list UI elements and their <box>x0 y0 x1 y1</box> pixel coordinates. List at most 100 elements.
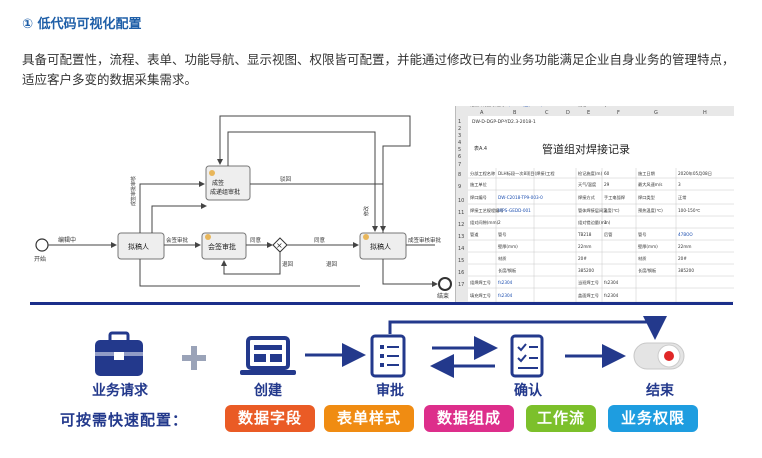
sheet-cell: 22mm <box>678 244 692 249</box>
stage-end-label: 结束 <box>646 383 674 399</box>
approve-node-sublabel: 成递组审批 <box>210 188 240 196</box>
row-number: 16 <box>458 270 464 276</box>
end-label: 结束 <box>437 292 449 300</box>
sheet-cell: 管体焊接层间温度(℃) <box>578 207 620 214</box>
sheet-cell: 3 <box>604 208 607 213</box>
sheet-cell: 施工日期 <box>638 170 655 177</box>
sheet-cell: 管号 <box>498 231 506 238</box>
stage-confirm-label: 确认 <box>514 383 542 399</box>
laptop-icon <box>240 336 296 375</box>
column-letter: F <box>617 110 620 116</box>
sheet-cell: 焊口类型 <box>638 194 655 201</box>
edge-modify: 修改 <box>363 206 370 216</box>
row-number: 11 <box>458 210 464 216</box>
sheet-cell: 20# <box>578 256 587 261</box>
row-number: 2 <box>458 126 461 132</box>
sheet-cell: 2020年05月08日 <box>678 170 712 177</box>
sheet-cell: 壁厚(mm) <box>498 243 518 250</box>
plus-icon <box>182 346 206 370</box>
sheet-cell: TB218 <box>577 232 592 237</box>
row-number: 1 <box>458 119 461 125</box>
start-edge-label: 编辑中 <box>58 236 76 244</box>
column-letter: C <box>545 110 549 116</box>
config-prompt: 可按需快速配置： <box>60 411 189 429</box>
sheet-cell: φ3.2mm <box>604 106 622 107</box>
sheet-cell: 20# <box>678 256 687 261</box>
sheet-cell: 组焊焊工号 <box>470 279 491 286</box>
power-toggle-icon <box>633 342 685 370</box>
edge-reedit: 成签审批审核 <box>130 176 137 206</box>
workflow-diagram: 开始 编辑中 拟稿人 成签 成递组审批 会签审批 × 拟稿人 结束 <box>30 106 455 302</box>
sheet-cell: 正常 <box>678 194 686 201</box>
sheet-cell: 22mm <box>578 244 592 249</box>
gateway-x: × <box>276 241 283 250</box>
workflow-svg: 开始 编辑中 拟稿人 成签 成递组审批 会签审批 × 拟稿人 结束 <box>34 115 452 300</box>
sheet-cell: 填充焊工号 <box>470 292 491 299</box>
stage-approve-label: 审批 <box>376 383 404 399</box>
stage-create-label: 创建 <box>254 383 282 399</box>
sheet-cell: 3 <box>678 182 681 187</box>
edge-agree-2: 同意 <box>314 236 326 244</box>
config-tag-data-composition: 数据组成 <box>424 405 514 432</box>
column-letter: D <box>566 110 570 116</box>
stage-request-label: 业务请求 <box>92 383 148 399</box>
pipeline-svg <box>95 316 685 378</box>
row-number: 13 <box>458 234 464 240</box>
approve-node-label: 成签 <box>212 179 224 187</box>
edge-agree-1: 同意 <box>250 236 262 244</box>
sheet-cell: 组对错边量(mm) <box>578 219 611 226</box>
user-icon <box>209 170 215 176</box>
sheet-cell: 预热温度(℃) <box>638 207 663 214</box>
row-number: 5 <box>458 147 461 153</box>
edge-back: 退回 <box>282 260 294 268</box>
row-number: 9 <box>458 184 461 190</box>
sheet-cell: 当班焊工号 <box>578 279 599 286</box>
sheet-cell: 最大风速m/s <box>638 181 662 188</box>
sheet-cell: 组对间隙(mm) <box>470 219 499 226</box>
row-number: 14 <box>458 246 464 252</box>
config-tag-form-style: 表单样式 <box>324 405 414 432</box>
end-event <box>438 277 452 291</box>
sheet-cell: 材质 <box>638 255 646 262</box>
sheet-cell: 管号 <box>638 231 646 238</box>
sheet-cell: 2 <box>498 220 501 225</box>
doc-number: DW-D-DGP-DP-YD2.3-2018-1 <box>472 119 536 125</box>
draft-node <box>117 232 165 260</box>
review-node-label: 会签审批 <box>208 242 236 251</box>
row-number: 10 <box>458 198 464 204</box>
sheet-cell: 长度/钢板 <box>638 267 657 274</box>
start-label: 开始 <box>34 255 46 263</box>
sheet-cell: 施工单位 <box>470 181 487 188</box>
config-tag-permissions: 业务权限 <box>608 405 698 432</box>
section-heading: ① 低代码可视化配置 <box>22 17 142 32</box>
intro-paragraph: 具备可配置性，流程、表单、功能导航、显示视图、权限皆可配置，并能通过修改已有的业… <box>22 52 735 87</box>
row-number: 4 <box>458 140 461 146</box>
sheet-cell: 385200 <box>578 268 594 273</box>
sheet-cell: 材质 <box>498 255 506 262</box>
confirm-checklist-icon <box>510 334 544 378</box>
sheet-cell: fs2304 <box>498 293 513 298</box>
sheet-cell: 后管 <box>604 231 612 238</box>
briefcase-icon <box>95 331 143 376</box>
sheet-cell: 盖面焊工号 <box>578 292 599 299</box>
row-number: 3 <box>458 133 461 139</box>
checklist-icon <box>370 334 406 378</box>
row-number: 15 <box>458 258 464 264</box>
edge-return-edit: 退回 <box>326 260 338 268</box>
row-number: 6 <box>458 154 461 160</box>
sheet-cell: WPS-GEDD-001 <box>498 208 531 213</box>
column-letter: G <box>654 110 658 116</box>
sheet-cell: 1 <box>604 220 607 225</box>
sheet-cell: DW-C2018-TP9-003-0 <box>498 195 543 200</box>
edge-reject: 驳回 <box>280 175 292 183</box>
final-node-label: 拟稿人 <box>370 242 391 251</box>
user-icon <box>205 234 211 240</box>
column-letter: B <box>513 110 517 116</box>
start-event <box>35 238 49 252</box>
sheet-cell: 100-150℃ <box>678 208 700 213</box>
sheet-cell: 检记施度(m) <box>578 170 602 177</box>
column-letter: A <box>480 110 484 116</box>
form-title: 管道组对焊接记录 <box>542 142 630 156</box>
edge-to-review: 会签审批 <box>166 236 189 244</box>
